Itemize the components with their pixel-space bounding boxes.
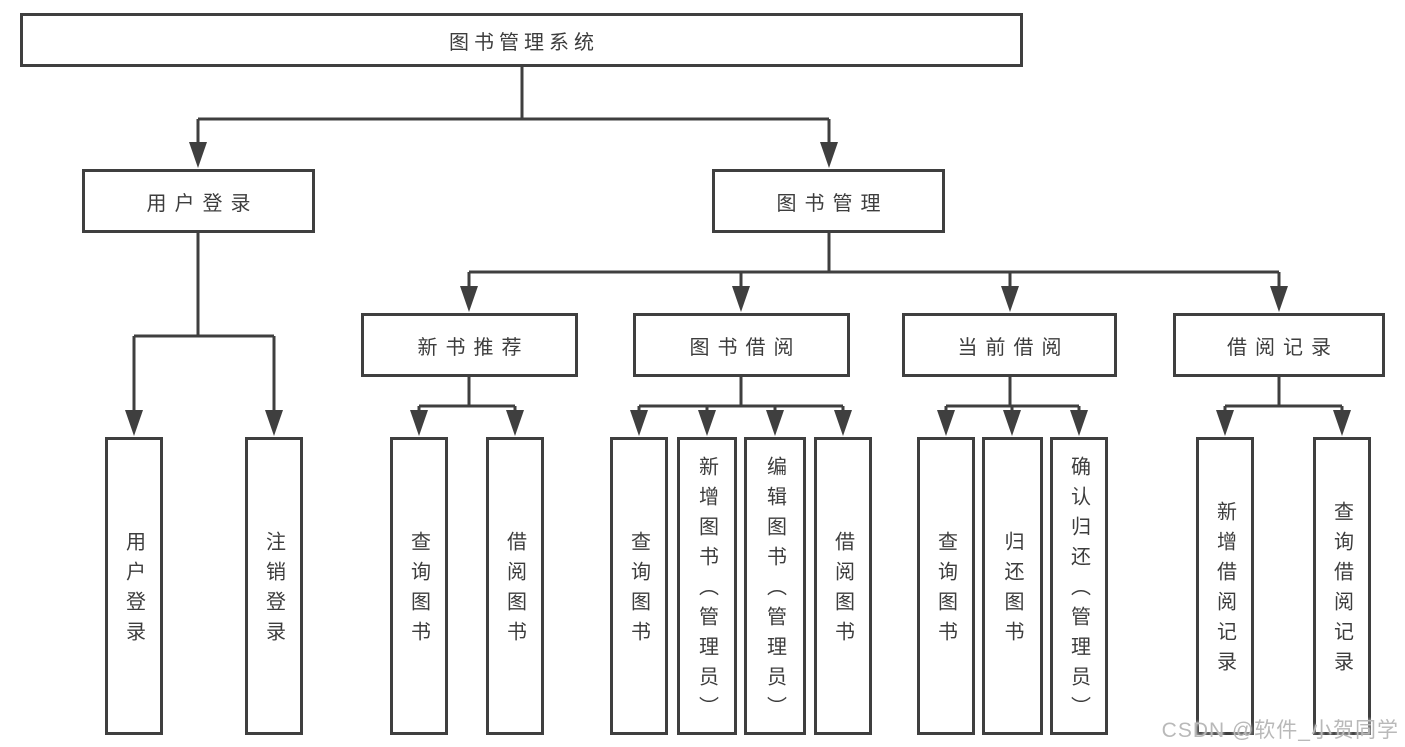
leaf-logout: 注销登录 bbox=[245, 437, 303, 735]
node-root: 图书管理系统 bbox=[20, 13, 1023, 67]
node-user-login-label: 用户登录 bbox=[146, 192, 259, 215]
node-current-borrowing-label: 当前借阅 bbox=[957, 336, 1070, 359]
leaf-query-books-borrowing: 查询图书 bbox=[610, 437, 668, 735]
leaf-confirm-return-admin-label: 确认归还（管理员） bbox=[1067, 456, 1090, 726]
leaf-add-books-admin-label: 新增图书（管理员） bbox=[695, 456, 718, 726]
node-current-borrowing: 当前借阅 bbox=[902, 313, 1117, 377]
leaf-return-books-label: 归还图书 bbox=[1001, 531, 1023, 651]
node-new-book-recommend: 新书推荐 bbox=[361, 313, 578, 377]
leaf-confirm-return-admin: 确认归还（管理员） bbox=[1050, 437, 1108, 735]
node-book-borrowing-label: 图书借阅 bbox=[689, 336, 802, 359]
leaf-query-books-current: 查询图书 bbox=[917, 437, 975, 735]
leaf-query-books-current-label: 查询图书 bbox=[934, 531, 957, 651]
leaf-query-borrow-record: 查询借阅记录 bbox=[1313, 437, 1371, 735]
node-new-book-recommend-label: 新书推荐 bbox=[417, 336, 530, 359]
leaf-query-books-borrowing-label: 查询图书 bbox=[627, 531, 650, 651]
leaf-user-login-label: 用户登录 bbox=[122, 531, 145, 651]
node-borrowing-records-label: 借阅记录 bbox=[1227, 336, 1339, 359]
leaf-query-borrow-record-label: 查询借阅记录 bbox=[1330, 501, 1353, 681]
leaf-new-borrow-record-label: 新增借阅记录 bbox=[1213, 501, 1236, 681]
node-user-login: 用户登录 bbox=[82, 169, 315, 233]
node-book-borrowing: 图书借阅 bbox=[633, 313, 850, 377]
leaf-user-login: 用户登录 bbox=[105, 437, 163, 735]
leaf-query-books-recommend-label: 查询图书 bbox=[407, 531, 430, 651]
leaf-borrow-books-borrowing: 借阅图书 bbox=[814, 437, 872, 735]
leaf-edit-books-admin-label: 编辑图书（管理员） bbox=[763, 456, 786, 726]
leaf-borrow-books-borrowing-label: 借阅图书 bbox=[831, 531, 854, 651]
leaf-borrow-books-recommend: 借阅图书 bbox=[486, 437, 544, 735]
node-root-label: 图书管理系统 bbox=[449, 31, 599, 54]
leaf-new-borrow-record: 新增借阅记录 bbox=[1196, 437, 1254, 735]
leaf-edit-books-admin: 编辑图书（管理员） bbox=[744, 437, 806, 735]
leaf-logout-label: 注销登录 bbox=[262, 531, 285, 651]
node-book-management-label: 图书管理 bbox=[776, 192, 889, 215]
leaf-add-books-admin: 新增图书（管理员） bbox=[677, 437, 737, 735]
leaf-query-books-recommend: 查询图书 bbox=[390, 437, 448, 735]
node-book-management: 图书管理 bbox=[712, 169, 945, 233]
leaf-borrow-books-recommend-label: 借阅图书 bbox=[503, 531, 526, 651]
csdn-watermark: CSDN @软件_小贺同学 bbox=[1161, 719, 1399, 742]
leaf-return-books: 归还图书 bbox=[982, 437, 1043, 735]
node-borrowing-records: 借阅记录 bbox=[1173, 313, 1385, 377]
